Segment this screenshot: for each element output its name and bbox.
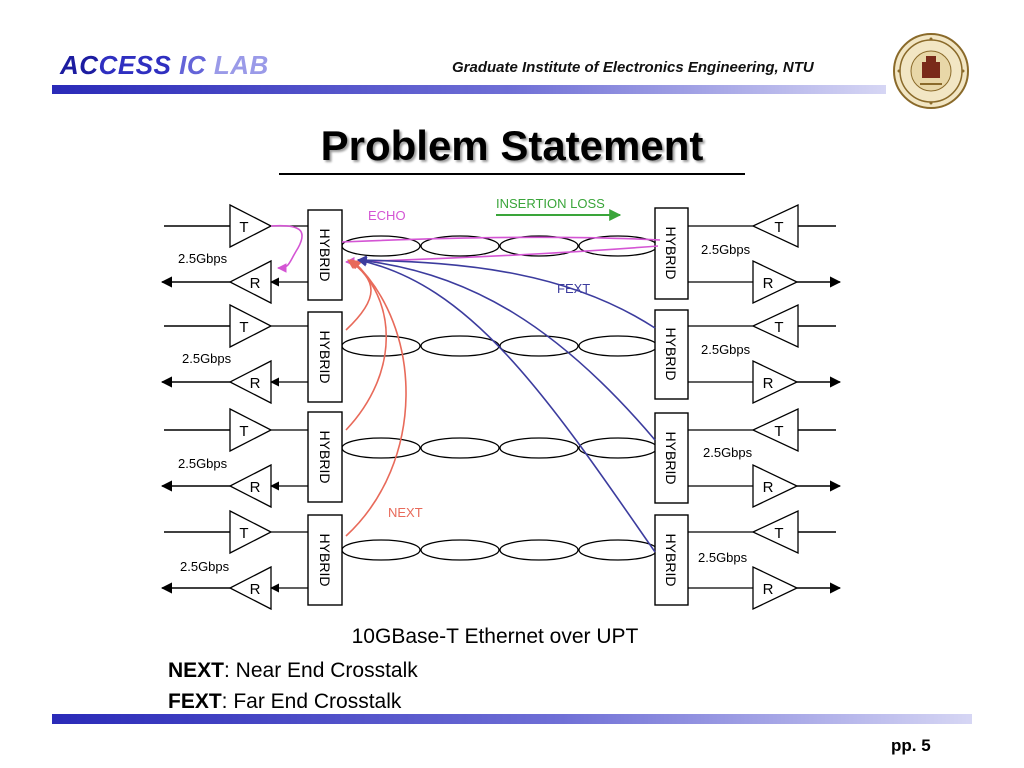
lab-title-part: AC (60, 50, 99, 80)
lab-title-part: LAB (206, 50, 269, 80)
insertion-loss-path (341, 209, 661, 243)
data-rate-label: 2.5Gbps (178, 456, 228, 471)
next-label: NEXT (388, 505, 423, 520)
transmitter-label: T (239, 423, 248, 440)
definition-term: NEXT (168, 659, 225, 682)
data-rate-label: 2.5Gbps (180, 559, 230, 574)
receiver-label: R (763, 581, 774, 598)
echo-label: ECHO (368, 208, 406, 223)
definition-term: FEXT (168, 690, 222, 713)
diagram-caption: 10GBase-T Ethernet over UPT (351, 625, 639, 648)
data-rate-label: 2.5Gbps (182, 351, 232, 366)
header-divider (52, 85, 886, 94)
hybrid-label: HYBRID (317, 229, 333, 282)
insertion-loss-label: INSERTION LOSS (496, 196, 605, 211)
hybrid-label: HYBRID (663, 432, 679, 485)
transmitter-label: T (774, 219, 783, 236)
receiver-label: R (763, 275, 774, 292)
data-rate-label: 2.5Gbps (178, 251, 228, 266)
receiver-label: R (250, 275, 261, 292)
data-rate-label: 2.5Gbps (701, 342, 751, 357)
hybrid-boxes (307, 207, 689, 606)
transmitter-label: T (774, 525, 783, 542)
data-rate-label: 2.5Gbps (703, 445, 753, 460)
definition-text: : Far End Crosstalk (221, 690, 402, 713)
transmitter-label: T (774, 319, 783, 336)
footer-divider (52, 714, 972, 724)
title-underline (279, 173, 745, 175)
receiver-label: R (250, 375, 261, 392)
hybrid-label: HYBRID (317, 534, 333, 587)
transmitter-label: T (239, 319, 248, 336)
hybrid-label: HYBRID (317, 431, 333, 484)
university-seal-icon (893, 33, 969, 109)
lab-title-part: CESS (98, 50, 172, 80)
institute-name: Graduate Institute of Electronics Engine… (452, 59, 814, 76)
hybrid-label: HYBRID (317, 331, 333, 384)
lab-title: ACCESS IC LAB (60, 50, 269, 80)
next-crosstalk-paths (345, 259, 407, 537)
data-rate-label: 2.5Gbps (701, 242, 751, 257)
transmitter-label: T (774, 423, 783, 440)
ethernet-crosstalk-diagram: T R T R T R T R T R T R T R T R HYBRID H… (150, 196, 850, 614)
lab-title-part: IC (171, 50, 207, 80)
transmitter-label: T (239, 219, 248, 236)
receiver-label: R (250, 581, 261, 598)
receiver-label: R (763, 375, 774, 392)
hybrid-label: HYBRID (663, 534, 679, 587)
fext-crosstalk-paths (357, 255, 656, 553)
receiver-label: R (763, 479, 774, 496)
data-rate-label: 2.5Gbps (698, 550, 748, 565)
fext-label: FEXT (557, 281, 590, 296)
hybrid-label: HYBRID (663, 328, 679, 381)
receiver-label: R (250, 479, 261, 496)
definition-fext: FEXT: Far End Crosstalk (168, 690, 401, 714)
definition-text: : Near End Crosstalk (224, 659, 418, 682)
page-number: pp. 5 (891, 736, 931, 755)
page-title: Problem Statement (320, 122, 704, 169)
definition-next: NEXT: Near End Crosstalk (168, 659, 418, 683)
hybrid-label: HYBRID (663, 227, 679, 280)
transmitter-label: T (239, 525, 248, 542)
